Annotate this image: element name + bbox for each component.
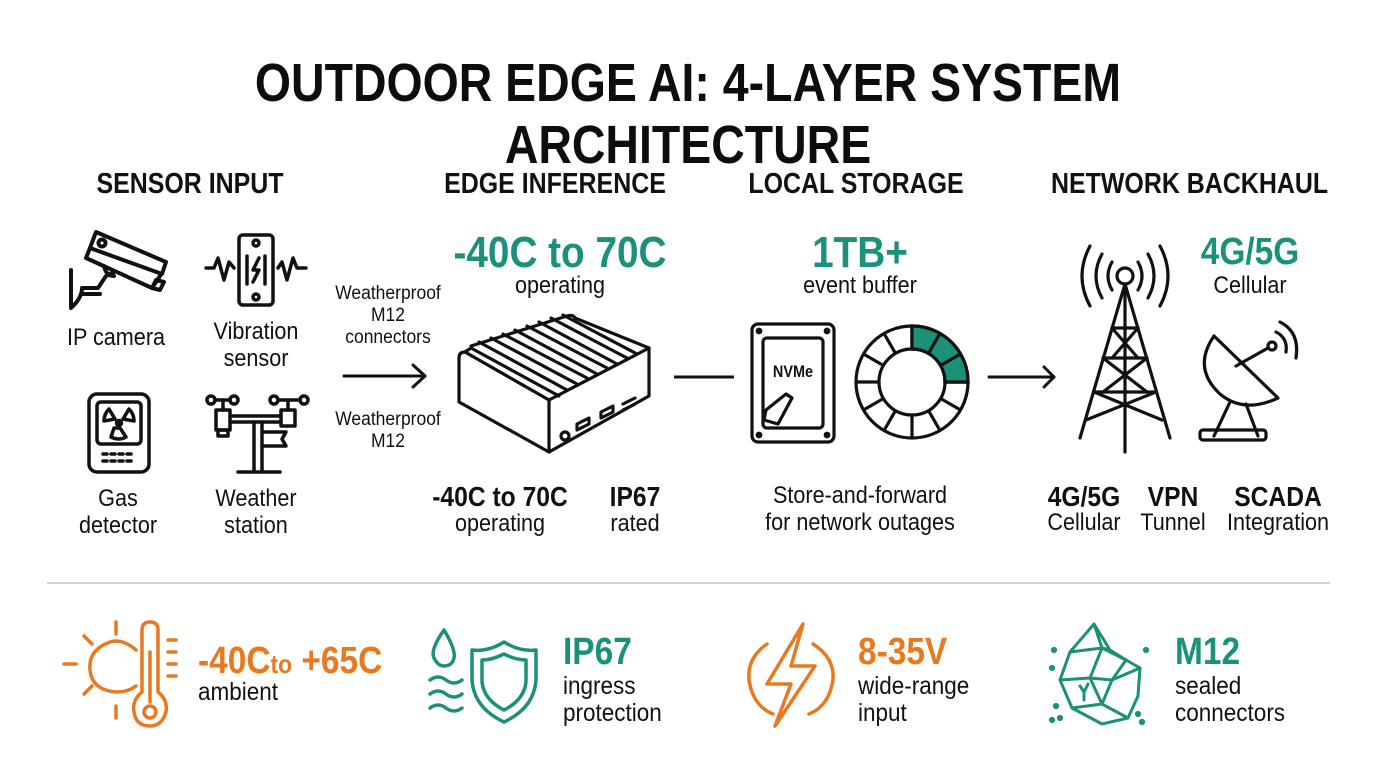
vibration-sensor-icon [204,233,308,307]
sensor-weather-label-1: Weather [215,485,297,512]
page-title: OUTDOOR EDGE AI: 4-LAYER SYSTEM ARCHITEC… [254,53,1122,175]
connector-top-line3: connectors [345,327,431,348]
arrow-right-icon [987,365,1056,389]
storage-sublabel: event buffer [803,272,917,299]
sealed-rock-icon [1048,622,1150,726]
network-stat-scada-value: SCADA [1234,481,1322,512]
sensor-ip-camera-label: IP camera [66,324,166,351]
network-stat-cellular-label: Cellular [1047,509,1121,536]
heading-edge-inference: EDGE INFERENCE [444,168,666,200]
network-stat-vpn-label: Tunnel [1140,509,1206,536]
storage-caption-2: for network outages [765,509,955,536]
feature-temp-to: to [270,649,293,679]
feature-temp-value: -40Cto +65C [198,641,382,684]
heading-network-backhaul: NETWORK BACKHAUL [1051,168,1329,200]
security-camera-icon [69,230,168,310]
feature-temp-high: +65C [301,640,383,682]
gas-detector-icon [87,392,151,474]
sensor-vibration-label-1: Vibration [213,318,299,345]
edge-stat-temp-label: operating [454,510,546,537]
nvme-drive-icon [750,322,836,444]
feature-ip-label-2: protection [563,699,662,727]
connector-top-line1: Weatherproof [335,283,441,304]
section-divider [47,582,1330,584]
sensor-vibration-label-2: sensor [223,345,289,372]
edge-temp-highlight: -40C to 70C [453,228,667,277]
edge-stat-ip-value: IP67 [609,481,661,512]
connector-top-line2: M12 [370,305,406,326]
storage-caption-1: Store-and-forward [772,482,948,509]
feature-voltage-value: 8-35V [858,631,948,673]
feature-temp-label: ambient [198,678,279,706]
storage-highlight: 1TB+ [812,228,908,277]
feature-voltage-label-2: input [858,699,907,727]
sun-thermometer-icon [62,620,178,728]
cell-tower-icon [1078,244,1172,454]
network-stat-vpn-value: VPN [1147,481,1199,512]
heading-sensor-input: SENSOR INPUT [96,168,284,200]
edge-temp-sublabel: operating [514,272,606,299]
feature-m12-label-1: sealed [1175,672,1242,700]
fanless-edge-computer-icon [457,313,651,454]
feature-m12-label-2: connectors [1175,699,1286,727]
feature-temp-low: -40C [198,640,271,682]
link-line [674,375,734,379]
feature-voltage-label-1: wide-range [858,672,970,700]
water-shield-icon [428,628,538,724]
arrow-right-icon [342,363,427,389]
network-highlight: 4G/5G [1200,231,1300,273]
power-bolt-icon [747,622,835,728]
edge-stat-ip-label: rated [610,510,660,537]
sensor-weather-label-2: station [224,512,288,539]
network-stat-cellular-value: 4G/5G [1047,481,1121,512]
nvme-label: NVMe [772,362,814,381]
feature-m12-value: M12 [1175,631,1241,673]
ring-filled-segment [910,324,970,384]
feature-ip-label-1: ingress [563,672,636,700]
network-stat-scada-label: Integration [1226,509,1330,536]
network-sublabel: Cellular [1213,272,1287,299]
edge-stat-temp-value: -40C to 70C [432,481,568,512]
sensor-gas-label-2: detector [78,512,158,539]
connector-bottom-line2: M12 [370,431,406,452]
connector-bottom-line1: Weatherproof [335,409,441,430]
weather-station-icon [205,394,310,474]
sensor-gas-label-1: Gas [98,485,138,512]
feature-ip-value: IP67 [563,631,632,673]
heading-local-storage: LOCAL STORAGE [748,168,964,200]
satellite-dish-icon [1198,320,1299,442]
